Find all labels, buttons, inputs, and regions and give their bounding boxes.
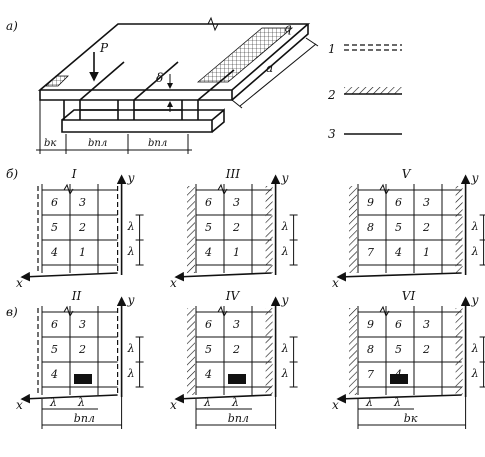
cell-number: 3 <box>233 196 240 209</box>
part-label-v: в) <box>6 305 18 319</box>
bottom-lambda: λ <box>77 396 85 409</box>
lambda-dim: λ <box>127 220 135 233</box>
cell-number: 3 <box>233 318 240 331</box>
axis-y-label: y <box>127 293 135 307</box>
bottom-lambda: λ <box>365 396 373 409</box>
load-patch <box>228 374 246 384</box>
lambda-dim: λ <box>127 367 135 380</box>
cell-number: 2 <box>78 221 86 234</box>
cell-number: 4 <box>204 246 212 259</box>
load-patch <box>74 374 92 384</box>
cell-number: 3 <box>423 318 430 331</box>
bottom-lambda: λ <box>393 396 401 409</box>
lambda-dim: λ <box>281 367 289 380</box>
width-bpl-2: bпл <box>148 138 167 149</box>
bottom-width: bпл <box>74 412 95 425</box>
cell-number: 4 <box>204 368 212 381</box>
bottom-lambda: λ <box>203 396 211 409</box>
legend: 1 2 3 <box>327 42 402 141</box>
cell-number: 9 <box>367 318 374 331</box>
part-label-a: а) <box>6 19 18 33</box>
bottom-width: bпл <box>228 412 249 425</box>
cell-number: 9 <box>367 196 374 209</box>
cell-number: 6 <box>205 318 212 331</box>
load-patch <box>390 374 408 384</box>
axis-x-label: x <box>16 398 23 412</box>
axis-y-label: y <box>281 171 289 185</box>
axis-x-label: x <box>332 276 339 290</box>
axis-y-label: y <box>471 293 479 307</box>
cell-number: 5 <box>395 221 402 234</box>
cell-number: 1 <box>233 246 240 259</box>
cell-number: 5 <box>205 221 212 234</box>
axis-x-label: x <box>170 398 177 412</box>
panel-id-VI: VI <box>402 289 416 303</box>
dim-a-label: a <box>266 61 273 75</box>
legend-num-3: 3 <box>328 127 336 141</box>
load-q-label: q <box>284 21 292 35</box>
lambda-dim: λ <box>471 220 479 233</box>
width-bk: bк <box>44 138 56 149</box>
lambda-dim: λ <box>471 367 479 380</box>
cell-number: 3 <box>423 196 430 209</box>
cell-number: 4 <box>394 246 402 259</box>
cell-number: 1 <box>423 246 430 259</box>
panel-id-V: V <box>402 167 412 181</box>
cell-number: 5 <box>395 343 402 356</box>
lambda-dim: λ <box>281 220 289 233</box>
load-p-label: P <box>99 41 109 55</box>
lambda-dim: λ <box>281 342 289 355</box>
bottom-lambda: λ <box>49 396 57 409</box>
cell-number: 2 <box>232 221 240 234</box>
cell-number: 8 <box>367 343 374 356</box>
cell-number: 5 <box>205 343 212 356</box>
slab-drawing: P q δ a bк bпл bпл <box>36 16 319 154</box>
panel-id-III: III <box>225 167 240 181</box>
part-label-b: б) <box>6 167 18 181</box>
lambda-dim: λ <box>127 245 135 258</box>
axis-y-label: y <box>127 171 135 185</box>
lambda-dim: λ <box>471 342 479 355</box>
cell-number: 1 <box>79 246 86 259</box>
cell-number: 6 <box>51 196 58 209</box>
legend-num-2: 2 <box>327 88 336 102</box>
legend-num-1: 1 <box>328 42 336 56</box>
axis-y-label: y <box>471 171 479 185</box>
cell-number: 8 <box>367 221 374 234</box>
axis-x-label: x <box>170 276 177 290</box>
cell-number: 6 <box>205 196 212 209</box>
cell-number: 4 <box>50 246 58 259</box>
panel-id-II: II <box>71 289 82 303</box>
lambda-dim: λ <box>127 342 135 355</box>
thickness-label: δ <box>156 71 163 85</box>
lambda-dim: λ <box>471 245 479 258</box>
panel-id-I: I <box>71 167 77 181</box>
cell-number: 5 <box>51 221 58 234</box>
cell-number: 2 <box>78 343 86 356</box>
cell-number: 6 <box>51 318 58 331</box>
cell-number: 3 <box>79 196 86 209</box>
cell-number: 2 <box>422 221 430 234</box>
lambda-dim: λ <box>281 245 289 258</box>
cell-number: 2 <box>422 343 430 356</box>
cell-number: 6 <box>395 318 402 331</box>
cell-number: 7 <box>367 246 374 259</box>
bottom-width: bк <box>404 412 418 425</box>
cell-number: 3 <box>79 318 86 331</box>
width-bpl-1: bпл <box>88 138 107 149</box>
bottom-lambda: λ <box>231 396 239 409</box>
axis-y-label: y <box>281 293 289 307</box>
cell-number: 7 <box>367 368 374 381</box>
axis-x-label: x <box>16 276 23 290</box>
cell-number: 2 <box>232 343 240 356</box>
axis-x-label: x <box>332 398 339 412</box>
cell-number: 4 <box>50 368 58 381</box>
panel-id-IV: IV <box>225 289 241 303</box>
cell-number: 5 <box>51 343 58 356</box>
cell-number: 6 <box>395 196 402 209</box>
